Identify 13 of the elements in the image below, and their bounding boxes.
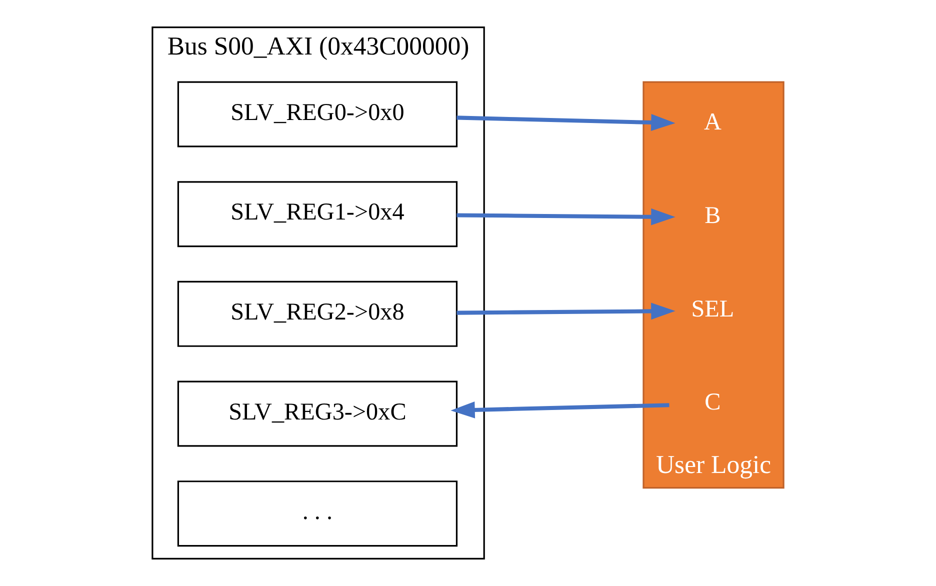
node-text: C (704, 388, 721, 416)
node-text: A (704, 108, 722, 136)
arrow (456, 114, 676, 131)
node-box: SLV_REG2->0x8 (177, 280, 458, 347)
arrow (456, 208, 676, 226)
node-box: . . . (177, 480, 458, 547)
node-box: SLV_REG1->0x4 (177, 181, 458, 248)
node-text: SEL (691, 295, 734, 322)
node-box: SLV_REG0->0x0 (177, 81, 458, 148)
arrow (450, 401, 670, 418)
node-box: SLV_REG3->0xC (177, 380, 458, 447)
arrow (456, 302, 676, 320)
node-text: B (704, 202, 721, 229)
